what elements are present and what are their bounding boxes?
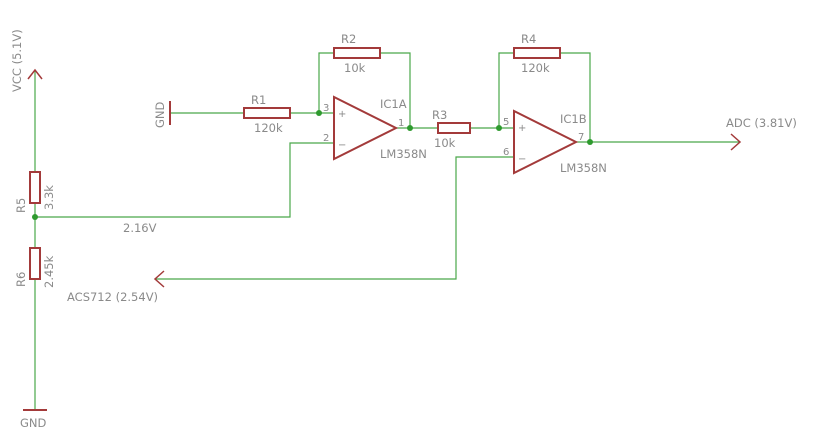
ic1a-pin-1: 1 bbox=[398, 118, 404, 129]
r1-name: R1 bbox=[251, 93, 266, 107]
resistor-r2 bbox=[333, 47, 381, 59]
r4-value: 120k bbox=[521, 61, 550, 75]
r1-value: 120k bbox=[254, 121, 283, 135]
wire-r4-right bbox=[560, 52, 591, 142]
wire-r4-left bbox=[498, 52, 514, 128]
ic1b-pin-5: 5 bbox=[503, 117, 509, 128]
r2-name: R2 bbox=[341, 32, 356, 46]
ic1a-minus-sign: − bbox=[338, 140, 346, 151]
ic1b-minus-sign: − bbox=[518, 154, 526, 165]
adc-label: ADC (3.81V) bbox=[726, 116, 797, 130]
r5-name: R5 bbox=[14, 198, 28, 213]
vcc-symbol bbox=[27, 68, 43, 80]
ic1b-part: LM358N bbox=[560, 161, 607, 175]
ic1a-name: IC1A bbox=[380, 97, 407, 111]
ic1a-pin-3: 3 bbox=[323, 103, 329, 114]
opamp-ic1a bbox=[333, 95, 399, 161]
junction-divider bbox=[32, 214, 38, 220]
ic1b-pin-6: 6 bbox=[503, 147, 509, 158]
resistor-r4 bbox=[513, 47, 561, 59]
junction-ic1a-out bbox=[407, 125, 413, 131]
junction-ic1a-plus bbox=[316, 110, 322, 116]
resistor-r3 bbox=[437, 122, 471, 134]
resistor-r6 bbox=[29, 247, 41, 280]
ic1b-plus-sign: + bbox=[518, 123, 526, 134]
wires bbox=[34, 52, 740, 410]
resistor-r1 bbox=[243, 107, 291, 119]
gnd-label-bottom: GND bbox=[20, 416, 47, 430]
adc-arrow bbox=[730, 133, 742, 151]
ic1a-plus-sign: + bbox=[338, 109, 346, 120]
gnd-label-left: GND bbox=[153, 101, 167, 128]
resistor-r5 bbox=[29, 171, 41, 204]
ic1a-part: LM358N bbox=[380, 147, 427, 161]
r6-name: R6 bbox=[14, 272, 28, 287]
r3-value: 10k bbox=[434, 136, 456, 150]
r3-name: R3 bbox=[432, 108, 447, 122]
wire-ic1b-minus-acs712 bbox=[155, 156, 514, 280]
r2-value: 10k bbox=[344, 61, 366, 75]
acs712-arrow bbox=[153, 270, 165, 288]
ic1a-pin-2: 2 bbox=[323, 133, 329, 144]
vcc-label: VCC (5.1V) bbox=[10, 29, 24, 92]
r6-value: 2.45k bbox=[42, 255, 56, 288]
wire-divider-to-ic1a-minus bbox=[35, 142, 334, 218]
wire-r2-left bbox=[318, 52, 334, 113]
wire-r2-right bbox=[380, 52, 411, 128]
divider-voltage-label: 2.16V bbox=[123, 221, 157, 235]
junction-ic1b-plus bbox=[496, 125, 502, 131]
acs712-label: ACS712 (2.54V) bbox=[67, 290, 158, 304]
r4-name: R4 bbox=[521, 32, 536, 46]
opamp-ic1b bbox=[513, 109, 579, 175]
junction-ic1b-out bbox=[587, 139, 593, 145]
r5-value: 3.3k bbox=[42, 185, 56, 210]
junctions bbox=[32, 110, 593, 220]
ic1b-name: IC1B bbox=[560, 112, 587, 126]
ic1b-pin-7: 7 bbox=[578, 132, 584, 143]
